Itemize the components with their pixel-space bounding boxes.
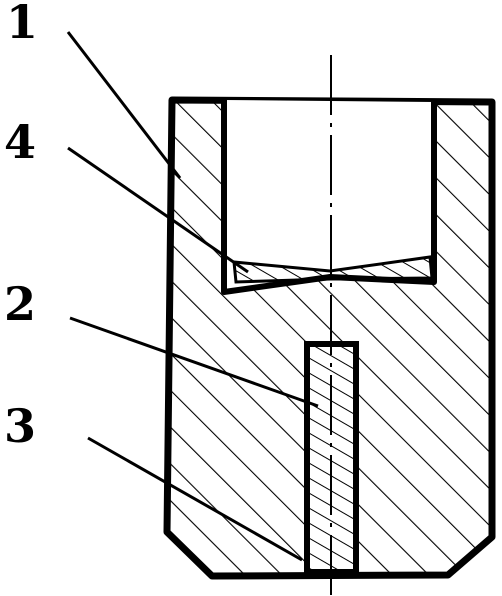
leader-line-4 [67,146,249,274]
part-label-1: 1 [6,0,38,49]
part-label-3: 3 [4,399,36,453]
body-outline [163,96,496,580]
part-label-4: 4 [4,115,36,169]
part-label-2: 2 [4,277,36,331]
leader-line-1 [66,31,182,179]
leader-line-3 [87,436,303,562]
leader-line-2 [69,316,319,408]
body-section [167,100,492,576]
